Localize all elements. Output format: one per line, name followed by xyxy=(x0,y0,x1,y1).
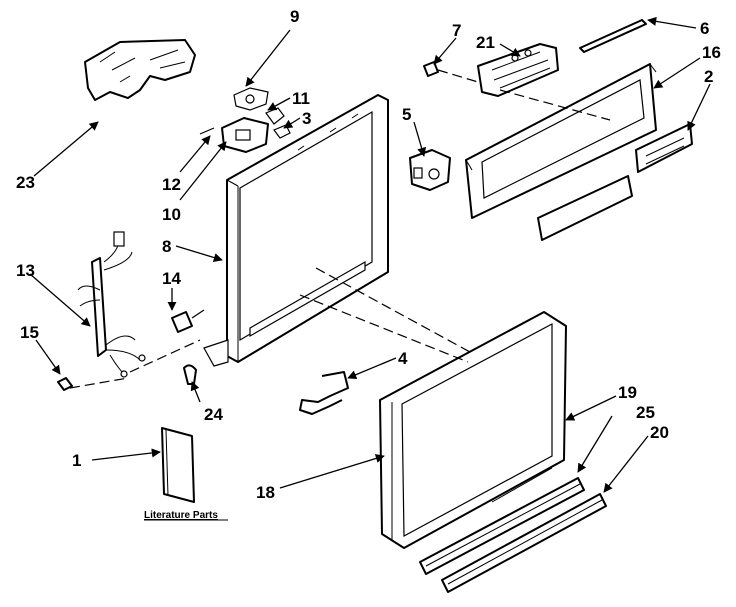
part-13-wire-harness xyxy=(77,231,146,378)
part-3-screw xyxy=(273,124,291,139)
part-18-outer-door-panel xyxy=(379,311,567,549)
part-25-lower-trim xyxy=(419,477,585,575)
callout-4: 4 xyxy=(398,349,408,368)
part-12-pin xyxy=(199,127,215,135)
callout-24: 24 xyxy=(204,405,223,424)
callout-20: 20 xyxy=(650,423,669,442)
callout-19: 19 xyxy=(618,383,637,402)
callout-1: 1 xyxy=(72,451,81,470)
callout-21: 21 xyxy=(476,33,495,52)
part-14-switch xyxy=(171,309,205,333)
leader-lines xyxy=(29,16,711,493)
callout-11: 11 xyxy=(292,89,310,108)
part-21-control-board xyxy=(477,43,559,97)
part-16-console-panel xyxy=(465,63,657,219)
callout-12: 12 xyxy=(162,175,181,194)
callout-7: 7 xyxy=(452,21,461,40)
part-11-clip xyxy=(265,107,285,125)
part-24-clip xyxy=(183,364,197,385)
callout-13: 13 xyxy=(16,261,35,280)
part-15-screw xyxy=(57,377,73,391)
callout-numbers: 23 9 11 3 12 10 8 13 14 15 24 4 1 18 19 … xyxy=(16,7,721,502)
callout-16: 16 xyxy=(702,43,721,62)
part-10-strike xyxy=(221,117,269,153)
callout-15: 15 xyxy=(20,323,39,342)
part-9-latch xyxy=(233,87,269,111)
part-2-overlay-panel xyxy=(635,123,693,173)
part-4-bracket xyxy=(299,371,349,415)
callout-10: 10 xyxy=(162,205,181,224)
part-1-literature-booklet xyxy=(161,427,195,503)
part-5-switch-bracket xyxy=(409,149,451,191)
part-6-strip xyxy=(579,19,647,53)
callout-6: 6 xyxy=(700,19,709,38)
part-23-cover-bracket xyxy=(84,39,196,101)
console-trim-plate xyxy=(537,175,633,241)
alignment-lines xyxy=(69,69,611,389)
part-20-bottom-trim xyxy=(441,493,607,593)
callout-8: 8 xyxy=(162,237,171,256)
callout-5: 5 xyxy=(402,105,411,124)
literature-parts-label: Literature Parts xyxy=(144,510,218,521)
callout-14: 14 xyxy=(162,269,181,288)
callout-25: 25 xyxy=(636,403,655,422)
part-8-inner-door-panel xyxy=(203,94,389,367)
callout-23: 23 xyxy=(16,173,35,192)
callout-18: 18 xyxy=(256,483,275,502)
callout-2: 2 xyxy=(704,67,713,86)
part-7-screw xyxy=(423,61,439,77)
callout-3: 3 xyxy=(302,109,311,128)
callout-9: 9 xyxy=(290,7,299,26)
